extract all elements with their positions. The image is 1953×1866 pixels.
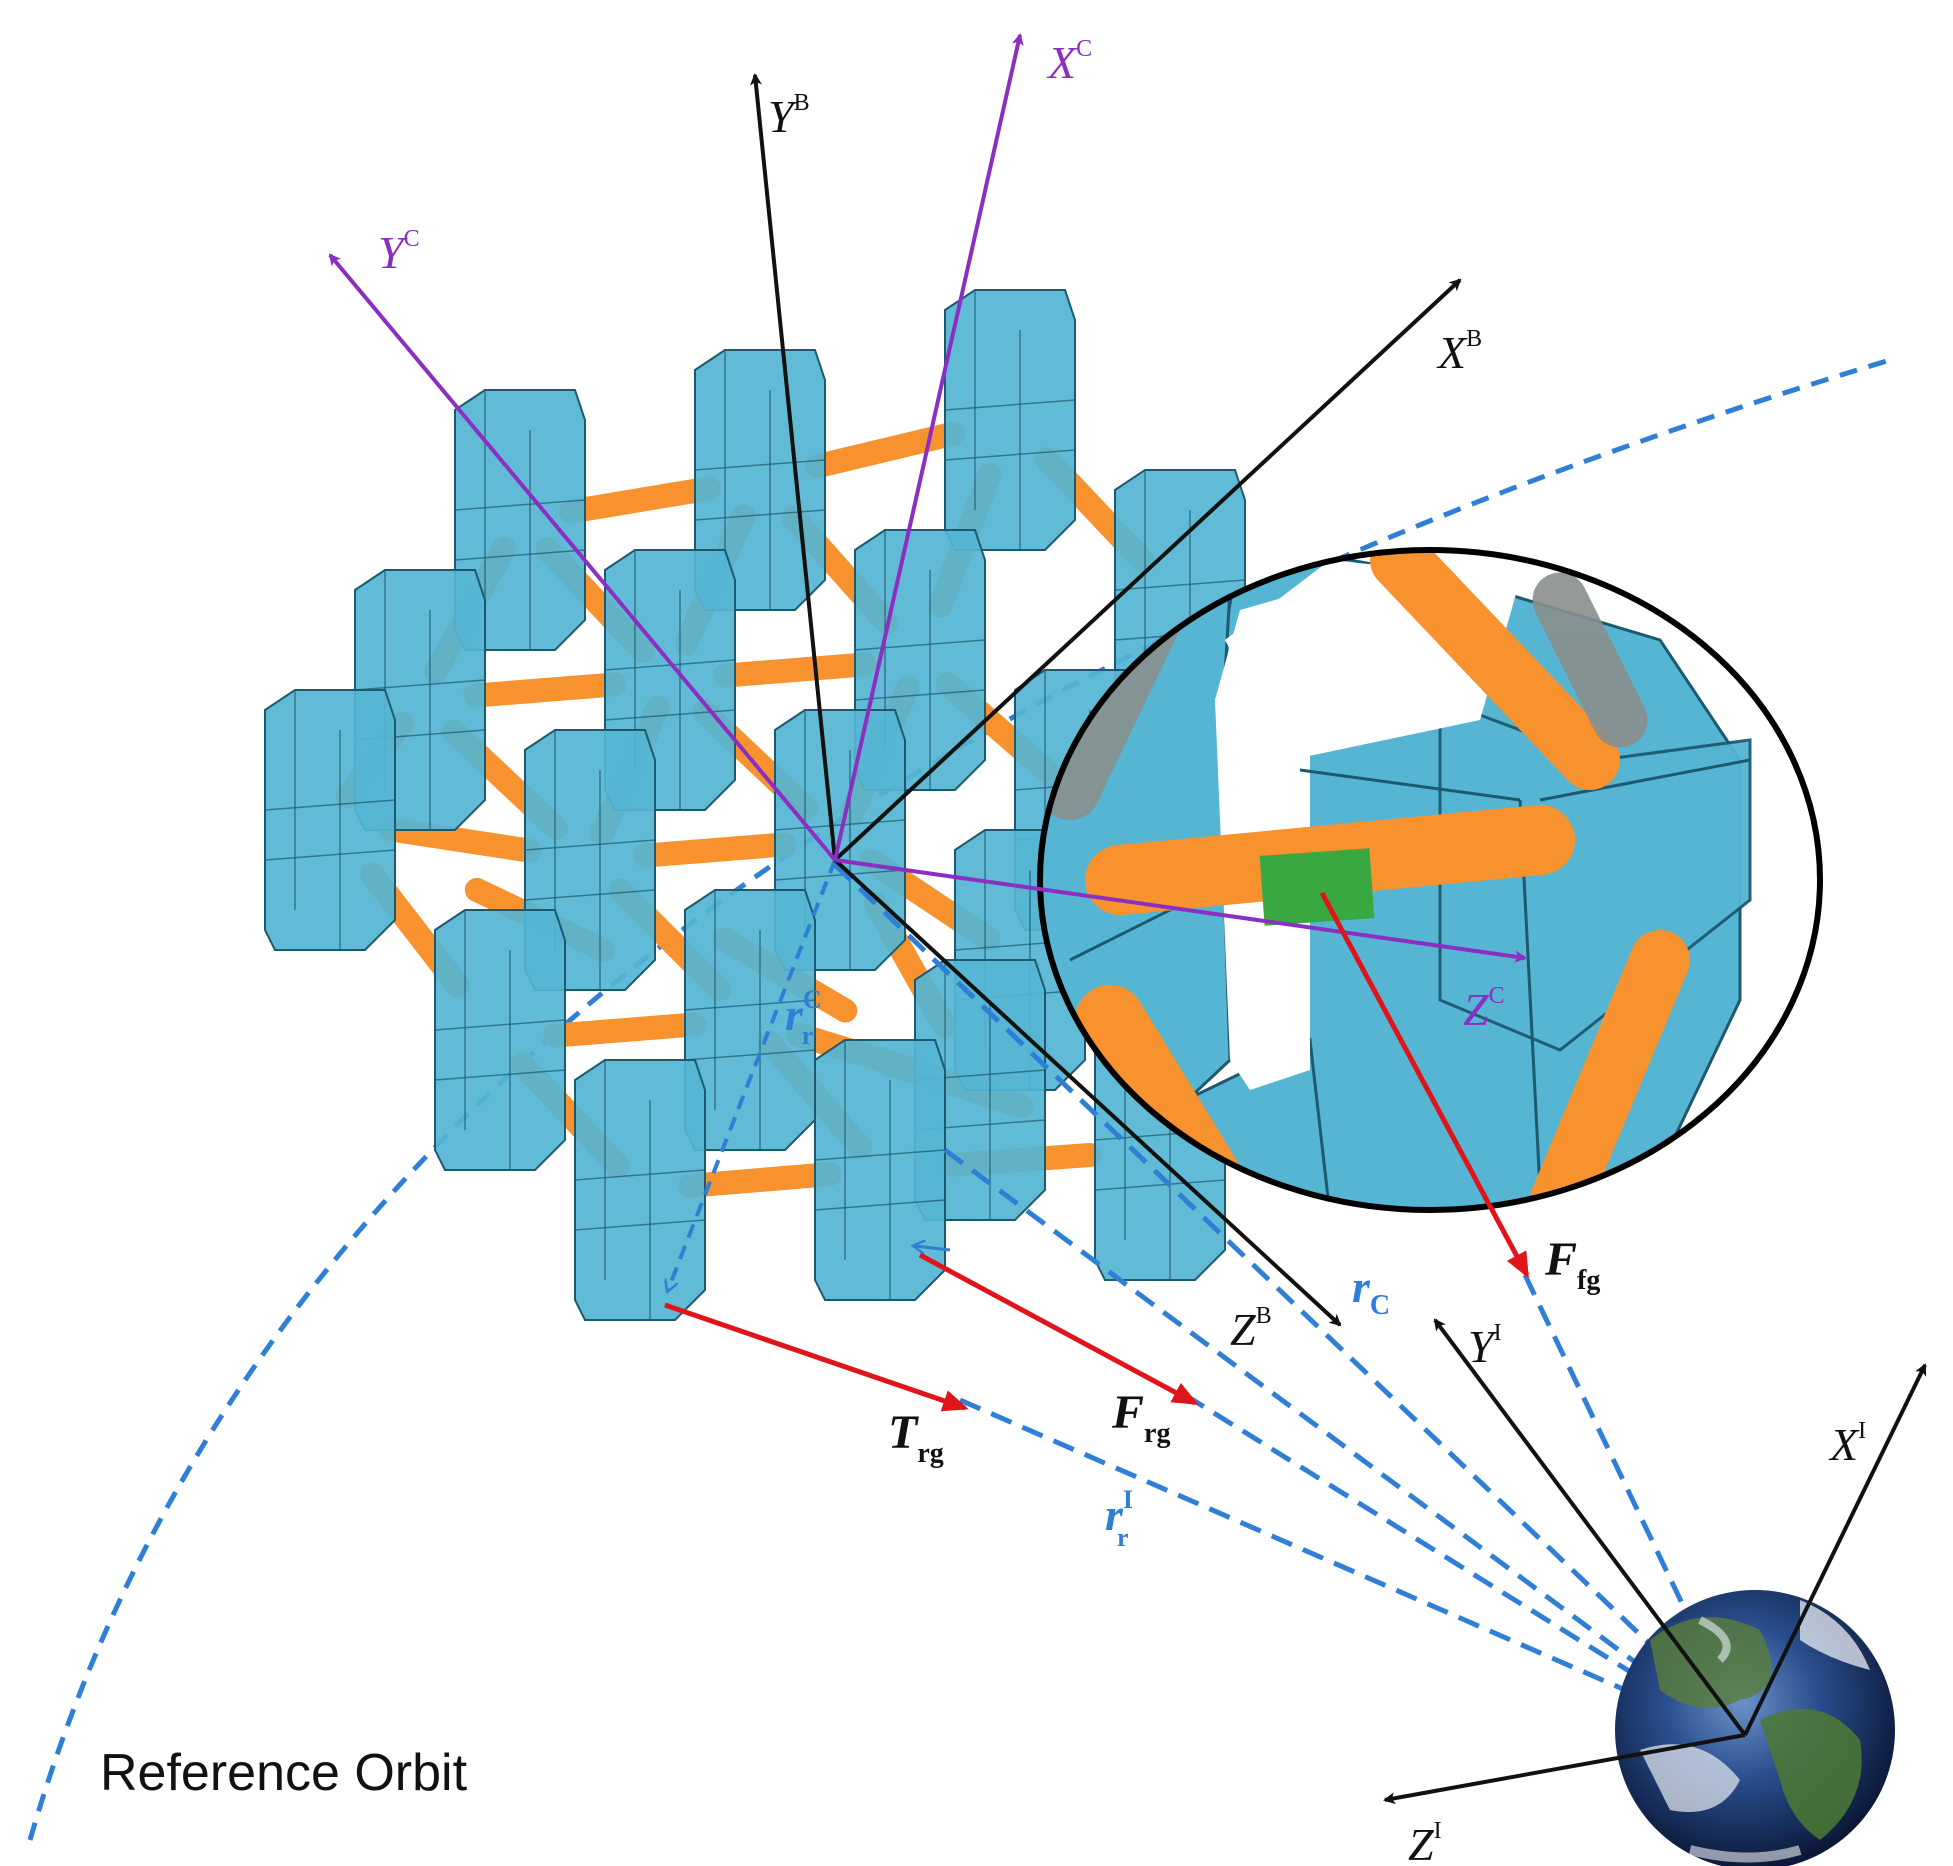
cluster-frame-axes <box>328 33 1527 963</box>
link-bar <box>633 832 797 868</box>
axis-label-xc: XC <box>1046 36 1092 88</box>
vector-label-frg: Frg <box>1111 1386 1170 1449</box>
vector-label-trg: Trg <box>888 1406 944 1469</box>
axis-label-zi: ZI <box>1408 1818 1442 1866</box>
axis-label-xb: XB <box>1436 326 1482 378</box>
sensor-patch <box>1259 848 1375 926</box>
link-bar <box>713 652 877 688</box>
vector-label-ffg: Ffg <box>1544 1233 1600 1296</box>
hexagonal-module <box>264 689 396 951</box>
vector-label-rc: rC <box>1352 1261 1390 1321</box>
hexagonal-module <box>944 289 1076 551</box>
axis-label-yi: YI <box>1468 1320 1502 1372</box>
axis-label-yc: YC <box>378 226 420 278</box>
inertial-frame-axes <box>1383 1318 1927 1805</box>
hexagonal-module <box>434 909 566 1171</box>
force-arrows <box>664 891 1530 1412</box>
link-bar <box>543 1012 707 1048</box>
axis-label-yb: YB <box>768 90 810 142</box>
link-bar <box>804 421 966 479</box>
link-bar <box>678 1162 842 1198</box>
axis-label-xi: XI <box>1828 1418 1866 1470</box>
module-layer <box>264 289 1246 1321</box>
link-bar <box>558 476 722 524</box>
hexagonal-module <box>814 1039 946 1301</box>
axis-label-zb: ZB <box>1230 1303 1272 1355</box>
link-bar <box>378 817 542 863</box>
hexagonal-module <box>574 1059 706 1321</box>
reference-orbit-label: Reference Orbit <box>100 1744 468 1802</box>
link-bar <box>463 672 627 708</box>
axis-label-zc: ZC <box>1463 983 1505 1035</box>
rrc-vector <box>668 859 837 1290</box>
reference-orbit-path <box>27 357 1891 1841</box>
body-frame-axes <box>750 73 1462 1327</box>
earth-globe-icon <box>1615 1590 1895 1866</box>
